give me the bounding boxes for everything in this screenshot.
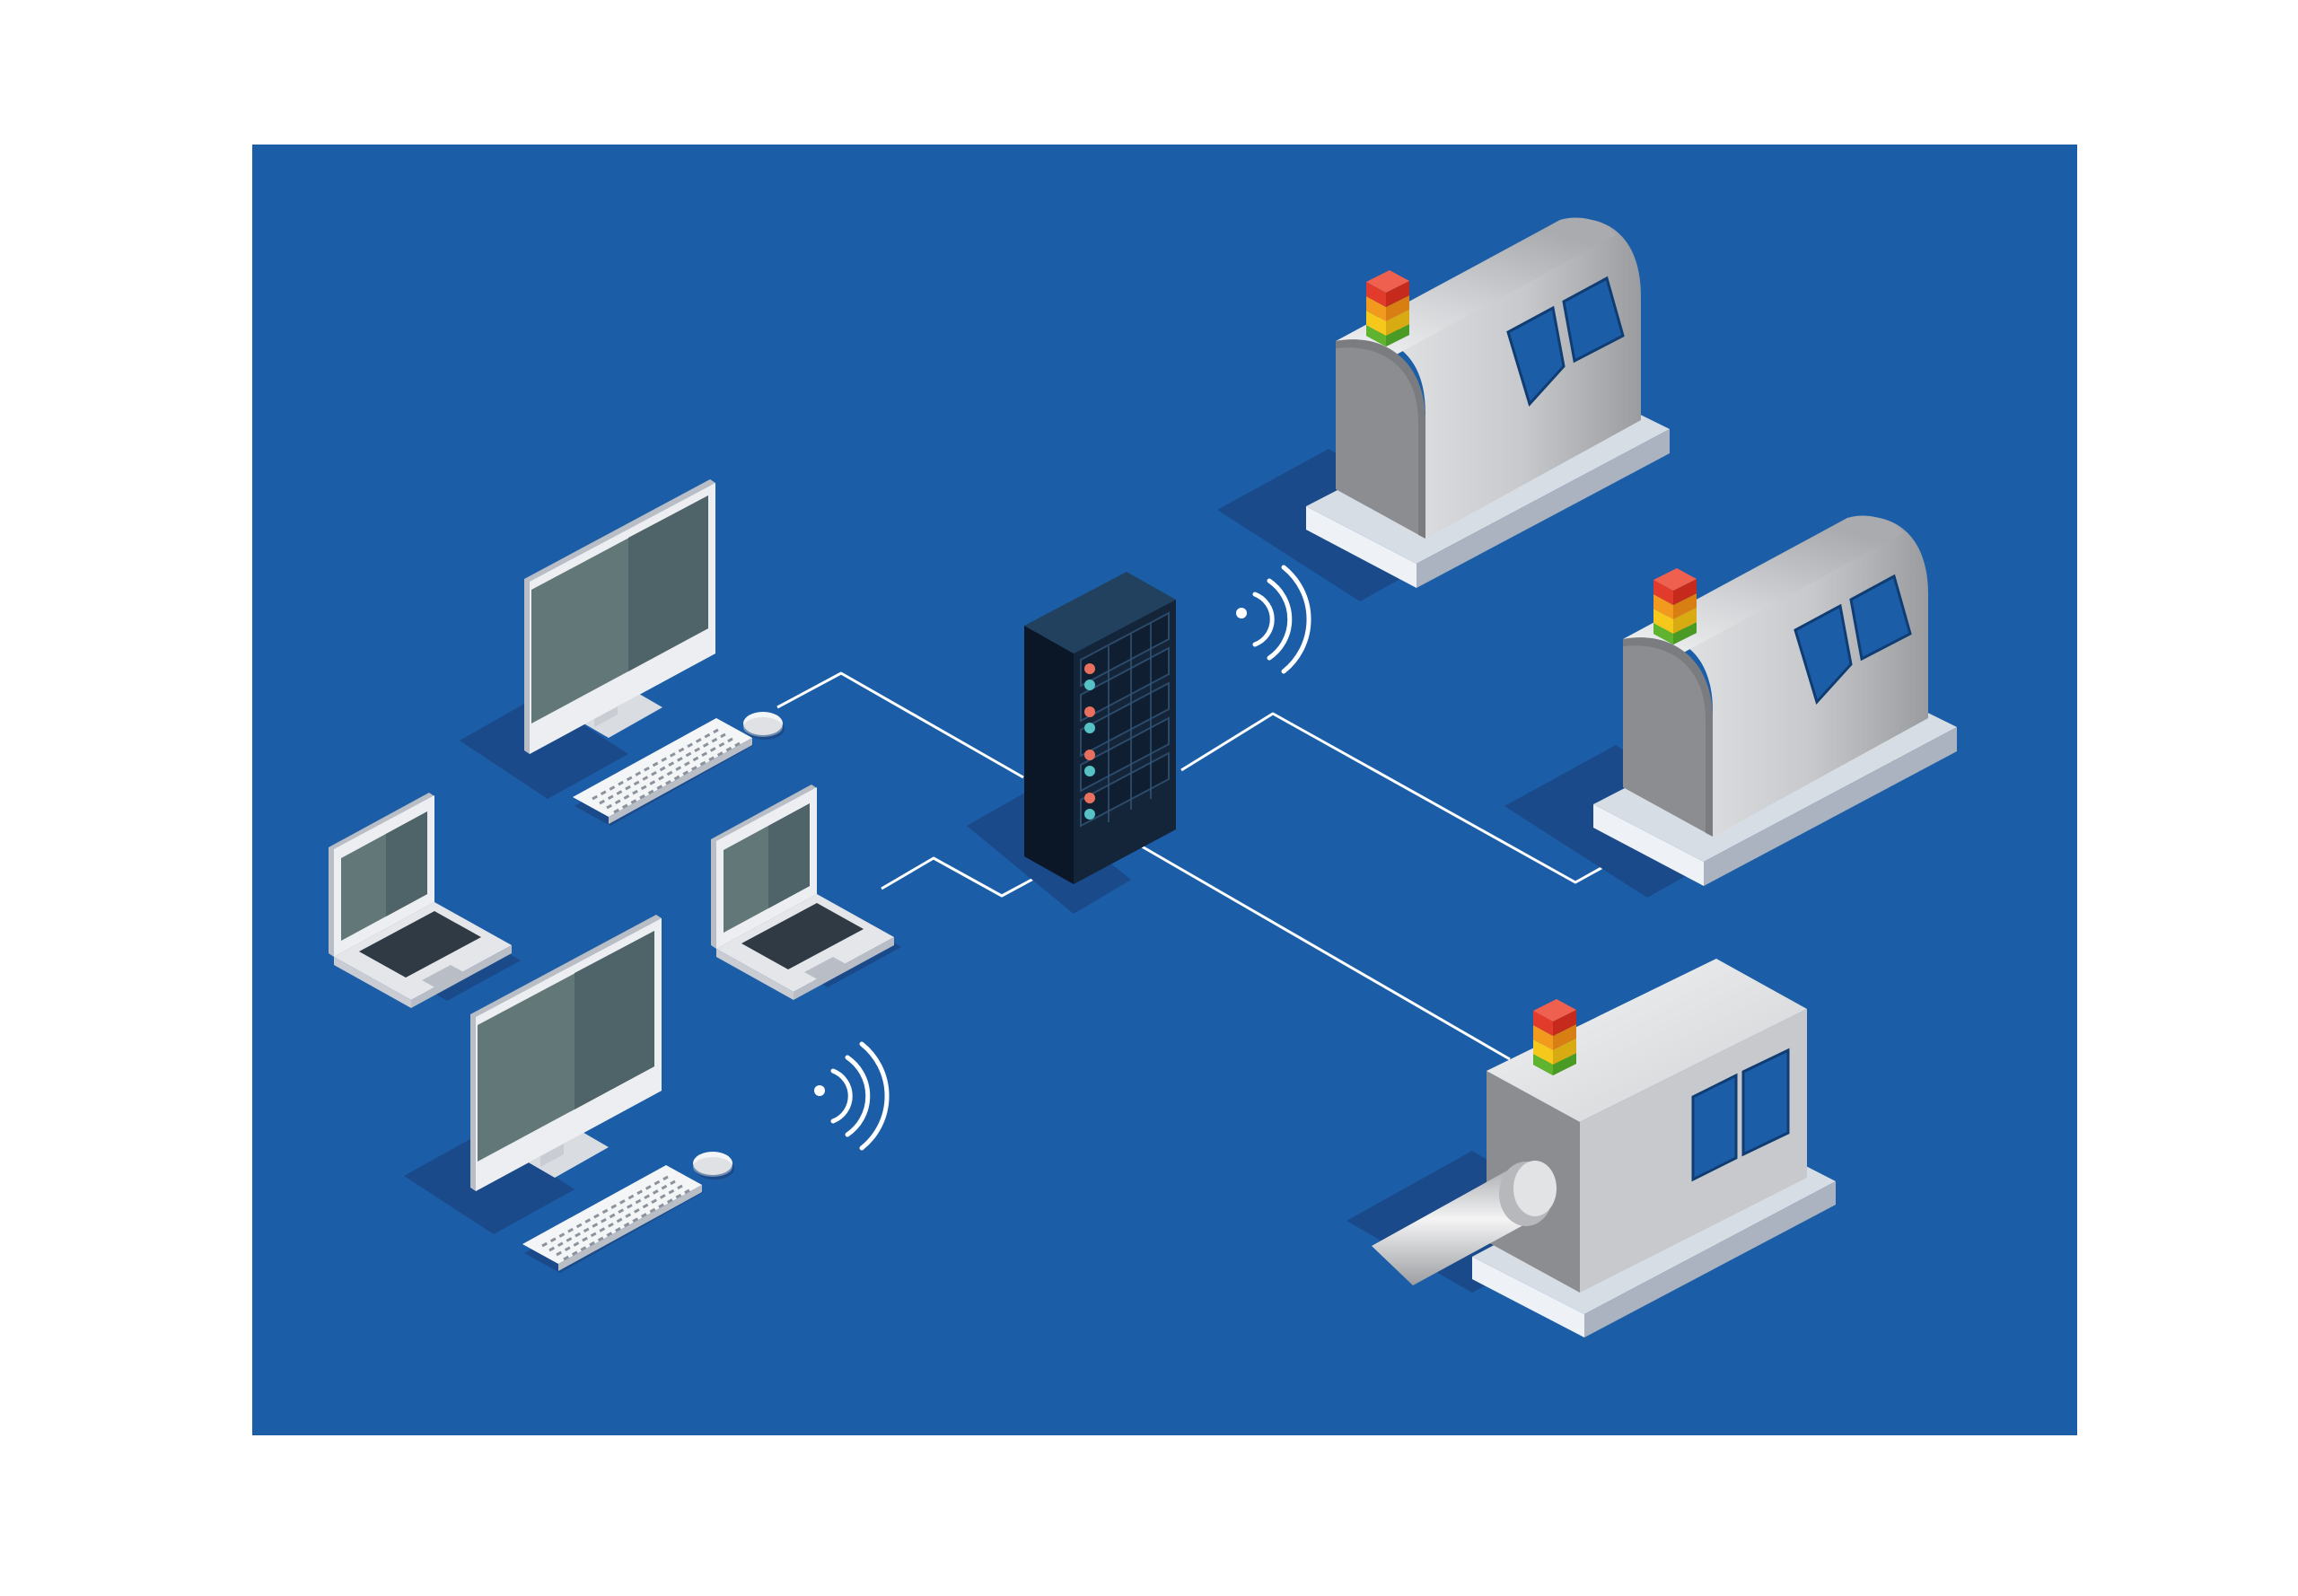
server-led-teal <box>1084 809 1095 820</box>
server-led-teal <box>1084 680 1095 690</box>
machine-body-top <box>1487 959 1807 1122</box>
mouse-icon <box>693 1152 734 1179</box>
keyboard-icon <box>573 718 754 826</box>
machine-pipe <box>1372 1161 1557 1285</box>
industrial-machine-icon <box>1346 959 1836 1337</box>
industrial-machine-icon <box>1504 515 1957 898</box>
signal-tower-light-icon <box>1653 568 1697 645</box>
machine-body-front <box>1623 637 1713 837</box>
link-laptop-right-server <box>881 856 1049 898</box>
keyboard-icon <box>741 903 864 969</box>
signal-tower-light-icon <box>1366 270 1409 346</box>
wireless-signal-icon <box>1236 565 1311 674</box>
server-led-red <box>1084 706 1095 717</box>
server-rack-icon <box>967 572 1176 914</box>
server-front <box>1024 626 1074 884</box>
machine-window <box>1794 603 1853 705</box>
server-led-teal <box>1084 723 1095 733</box>
link-server-machine-bottom <box>1141 845 1511 1061</box>
machine-window <box>1506 305 1566 407</box>
server-leds <box>1084 663 1095 820</box>
industrial-machine-icon <box>1217 217 1670 601</box>
signal-tower-light-icon <box>1533 999 1576 1075</box>
server-vents <box>1108 623 1152 822</box>
keyboard-icon <box>522 1165 704 1273</box>
server-led-teal <box>1084 766 1095 776</box>
server-top <box>1024 572 1176 653</box>
link-desktop-top-server <box>776 671 1024 779</box>
keyboard-icon <box>359 911 481 978</box>
desktop-computer-icon <box>460 479 785 826</box>
server-led-red <box>1084 750 1095 760</box>
laptop-icon <box>329 793 521 1008</box>
desktop-shadow <box>460 696 628 799</box>
machine-window <box>1741 1048 1790 1157</box>
mouse-icon <box>743 712 785 740</box>
desktop-computer-icon <box>404 915 734 1273</box>
laptop-icon <box>711 785 901 1000</box>
server-slots <box>1080 611 1170 828</box>
machine-window <box>1849 574 1912 662</box>
server-led-red <box>1084 663 1095 674</box>
touchpad <box>804 957 851 982</box>
server-led-red <box>1084 793 1095 803</box>
touchpad <box>422 965 469 990</box>
machine-window <box>1691 1073 1738 1182</box>
machine-window <box>1562 276 1625 364</box>
machine-body-front <box>1336 339 1425 539</box>
wireless-signal-icon <box>814 1041 890 1151</box>
